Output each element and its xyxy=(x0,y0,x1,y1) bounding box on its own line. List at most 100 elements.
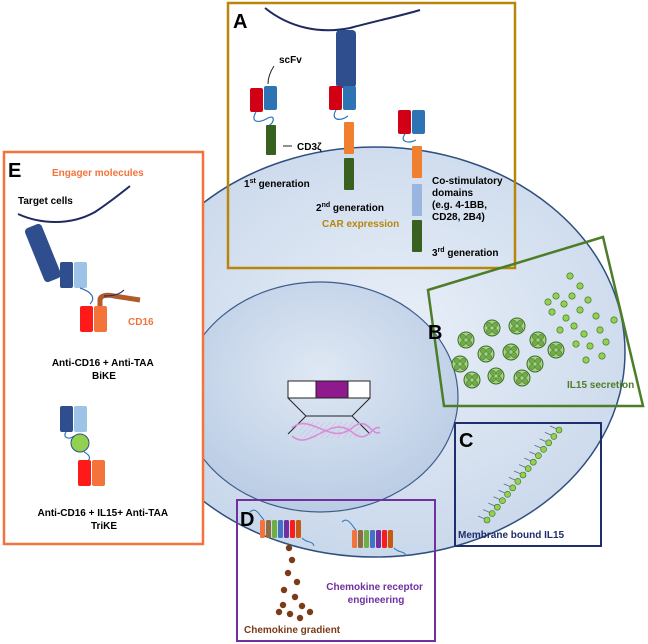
target-cells-label: Target cells xyxy=(18,196,73,207)
membrane-il15 xyxy=(477,425,563,524)
trike-label: Anti-CD16 + IL15+ Anti-TAA TriKE xyxy=(38,508,171,532)
il15-particle xyxy=(576,306,584,314)
panel-d: D Chemokine receptor engineering Chemoki… xyxy=(236,499,436,642)
chemokine-dot xyxy=(288,556,296,564)
il15-particle xyxy=(552,292,560,300)
il15-stalk xyxy=(482,509,491,513)
il15-particle xyxy=(562,314,570,322)
il15-particle xyxy=(570,322,578,330)
cd16-label: CD16 xyxy=(128,317,154,328)
costim-label: Co-stimulatory domains (e.g. 4-1BB, CD28… xyxy=(432,176,505,223)
panel-c-frame xyxy=(454,422,602,547)
gene-construct-icon xyxy=(287,380,381,441)
il15-vesicle-icon xyxy=(529,331,547,349)
scfv-label: scFv xyxy=(279,55,302,66)
il15-vesicles xyxy=(451,317,565,389)
il15-stalk xyxy=(498,489,506,494)
il15-particle xyxy=(540,445,547,453)
chemokine-dot xyxy=(279,601,287,609)
chemokine-dot xyxy=(296,614,304,622)
panel-a-letter: A xyxy=(233,11,247,33)
chemokine-receptor-icon xyxy=(341,519,407,557)
il15-particle xyxy=(582,356,590,364)
engager-header: Engager molecules xyxy=(52,168,144,179)
il15-secretion-caption: IL15 secretion xyxy=(567,380,634,391)
target-membrane-a xyxy=(264,7,421,32)
bike-icon xyxy=(24,223,141,332)
receptor-helix xyxy=(352,530,357,548)
il15-particle xyxy=(545,439,553,447)
receptor-helix xyxy=(388,530,393,548)
receptor-helix xyxy=(272,520,277,538)
il15-stalk xyxy=(513,470,522,475)
il15-particle xyxy=(550,433,558,440)
panel-c-letter: C xyxy=(459,430,473,452)
panel-e: E Engager molecules Target cells CD16 An… xyxy=(2,150,205,546)
membrane-il15-caption: Membrane bound IL15 xyxy=(458,530,565,541)
il15-particle xyxy=(488,510,496,517)
il15-particle xyxy=(556,326,564,334)
car-gen3 xyxy=(398,110,425,252)
il15-vesicle-icon xyxy=(483,319,501,337)
il15-particle xyxy=(580,330,588,338)
receptor-loop xyxy=(393,547,407,557)
il15-particle xyxy=(584,296,592,304)
il15-stalk xyxy=(477,515,486,520)
panel-b-letter: B xyxy=(428,322,442,344)
il15-particle xyxy=(509,484,517,492)
receptor-helix xyxy=(278,520,283,538)
chemokine-receptor-caption: Chemokine receptor engineering xyxy=(326,582,425,606)
panel-e-letter: E xyxy=(8,160,21,182)
chemokine-dot xyxy=(293,578,301,586)
il15-vesicle-icon xyxy=(457,331,475,349)
chemokine-dot xyxy=(298,602,306,610)
il15-particle xyxy=(568,292,576,300)
receptor-helix xyxy=(364,530,369,548)
il15-particle xyxy=(592,312,600,320)
bike-label: Anti-CD16 + Anti-TAA BiKE xyxy=(52,358,156,382)
receptor-helix xyxy=(290,520,295,538)
il15-particle xyxy=(560,300,568,308)
il15-particle xyxy=(493,503,501,511)
receptor-helix xyxy=(370,530,375,548)
panel-a: A scFv CD3ζ 1st generation 2nd generatio… xyxy=(226,1,517,270)
il15-stalk xyxy=(539,438,547,443)
il15-vesicle-icon xyxy=(477,345,495,363)
panel-b: B IL15 secretion xyxy=(426,235,645,408)
il15-particle xyxy=(576,282,584,290)
receptor-helix xyxy=(376,530,381,548)
receptor-loop xyxy=(249,509,265,521)
chemokine-dot xyxy=(306,608,314,616)
receptor-loop xyxy=(301,537,315,547)
scfv-pointer xyxy=(267,65,275,85)
il15-vesicle-icon xyxy=(451,355,469,373)
il15-particle xyxy=(598,352,606,360)
il15-vesicle-icon xyxy=(526,355,544,373)
receptor-helix xyxy=(358,530,363,548)
il15-stalk xyxy=(529,451,537,456)
receptor-helix xyxy=(260,520,265,538)
il15-particle xyxy=(535,452,542,460)
il15-vesicle-icon xyxy=(547,341,565,359)
receptor-helix xyxy=(266,520,271,538)
il15-particle xyxy=(519,471,527,479)
chemokine-dot xyxy=(291,593,299,601)
il15-particle xyxy=(596,326,604,334)
receptor-helix xyxy=(382,530,387,548)
chemokine-dot xyxy=(286,610,294,618)
car-expression-caption: CAR expression xyxy=(322,219,399,230)
car-gen1 xyxy=(250,86,292,155)
receptor-helix xyxy=(296,520,301,538)
panel-c: C Membrane bound IL15 xyxy=(454,422,602,547)
il15-particle xyxy=(514,478,522,485)
il15-stalk xyxy=(524,457,532,462)
il15-particle xyxy=(544,298,552,306)
gen3-label: 3rd generation xyxy=(432,247,498,259)
il15-particle xyxy=(504,490,511,498)
secreted-il15 xyxy=(544,272,618,364)
chemokine-receptor-icon xyxy=(249,509,315,547)
target-antigen-e xyxy=(24,223,62,283)
il15-vesicle-icon xyxy=(502,343,520,361)
il15-particle xyxy=(602,338,610,346)
